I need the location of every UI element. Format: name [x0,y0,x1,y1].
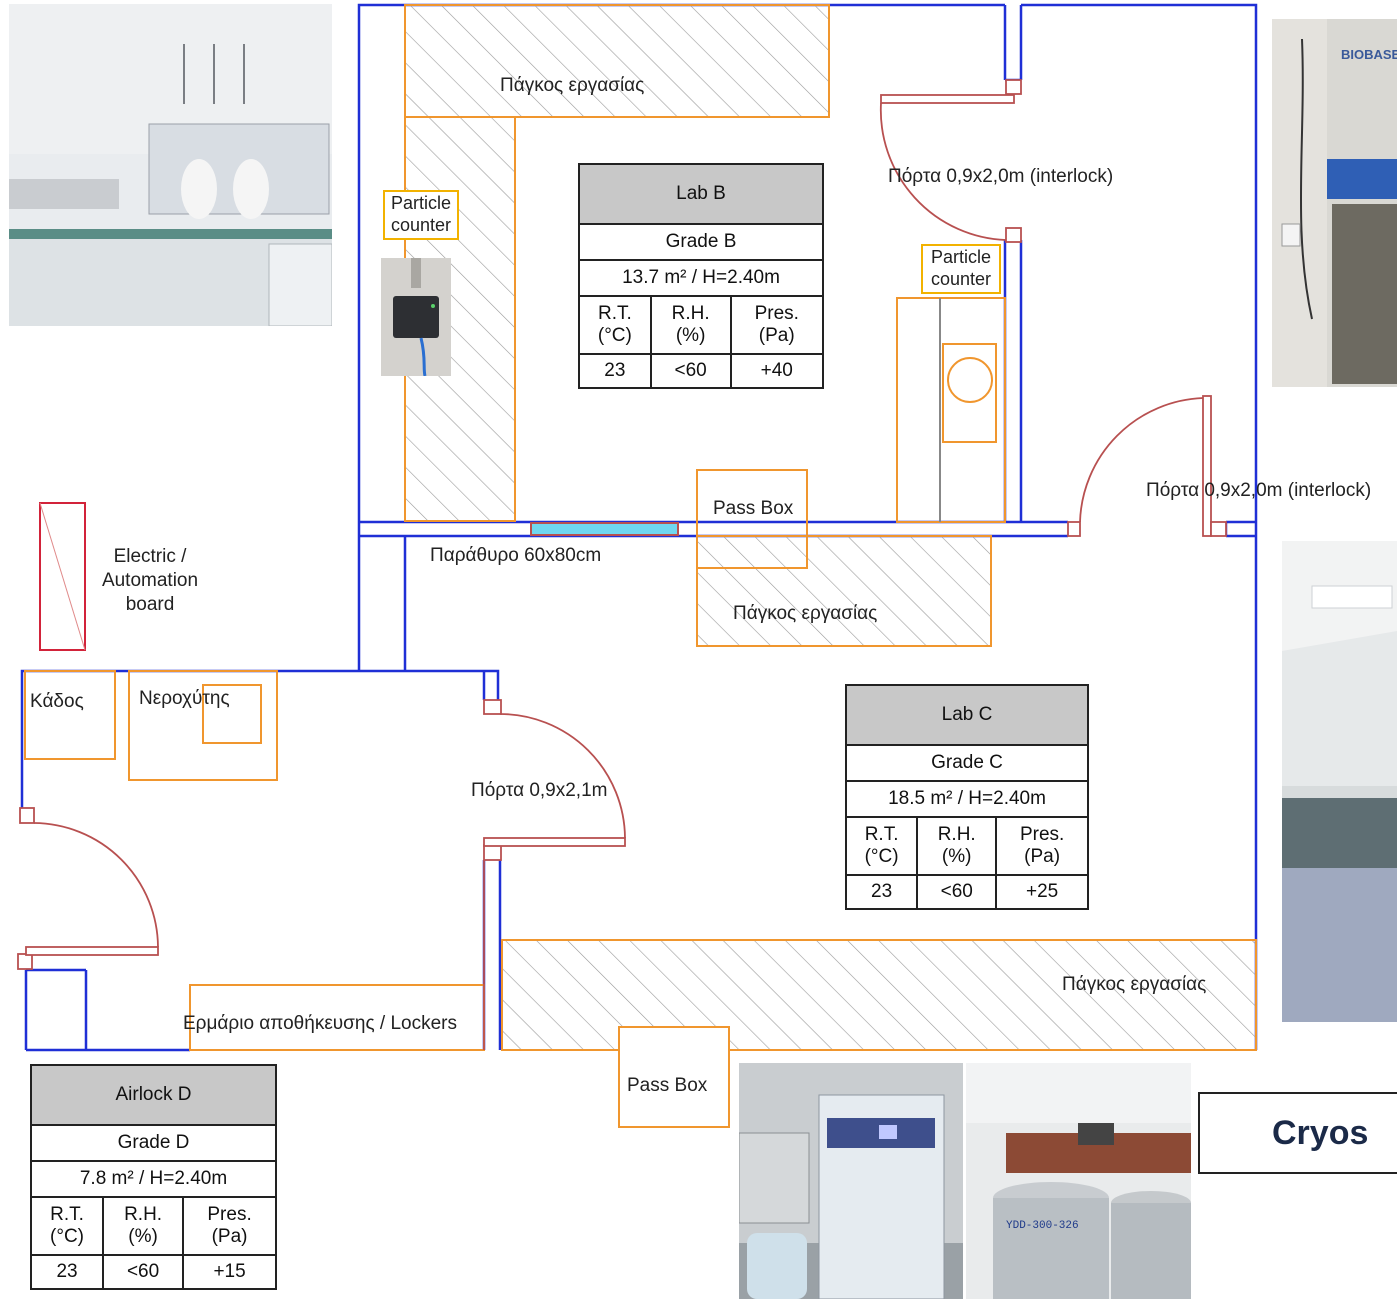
door-leaf-top [880,94,1015,104]
freezer-photo [739,1063,963,1299]
particle-counter-tag-c: Particle counter [921,244,1001,294]
cryo-dewar-photo: YDD-300-326 [966,1063,1191,1299]
bin-box [24,670,116,760]
lab-c-pres-h3b: (Pa) [1024,846,1061,867]
particle-counter-tag-c-line1: Particle [930,247,992,267]
airlock-d-rh: <60 [102,1254,185,1290]
lab-b-pres-h3b: (Pa) [758,325,795,346]
lab-c-area: 18.5 m² / H=2.40m [845,780,1089,818]
label-window: Παράθυρο 60x80cm [430,545,601,566]
airlock-d-name: Airlock D [30,1064,277,1126]
fixtures [24,297,1006,1128]
electric-board [39,502,86,651]
lab-c-rt-header: R.T.(°C) [844,816,919,876]
label-electric-2: Automation [102,570,198,591]
sink-box [128,670,278,781]
lab-c-rt-h1b: (°C) [864,846,899,867]
lab-c-name: Lab C [845,684,1089,746]
airlock-d-pres-h3b: (Pa) [211,1226,248,1247]
lab-b-rt-h1: R.T. [597,303,632,324]
label-sink: Νεροχύτης [139,688,230,709]
lab-c-grade: Grade C [845,744,1089,782]
airlock-d-pres-header: Pres.(Pa) [182,1196,277,1256]
airlock-d-rh-h2: R.H. [124,1204,163,1225]
lab-b-rh-h2: R.H. [671,303,710,324]
label-door-interlock-right: Πόρτα 0,9x2,0m (interlock) [1146,480,1371,501]
door-leaf-right [1202,395,1212,537]
lab-room-photo [1282,541,1397,1022]
lab-c-rh-h2b: (%) [941,846,972,867]
lab-c-rh: <60 [916,874,998,910]
lab-b-rt-header: R.T.(°C) [578,295,652,355]
particle-counter-tag-b-line2: counter [390,215,452,235]
pass-box-b [696,469,808,569]
airlock-d-rt-h1b: (°C) [50,1226,84,1247]
label-door-airlock: Πόρτα 0,9x2,1m [471,780,607,801]
lab-c-rh-h2: R.H. [937,824,976,845]
label-bench-top: Πάγκος εργασίας [500,75,644,96]
particle-counter-tag-b: Particle counter [383,190,459,240]
lab-c-pres: +25 [995,874,1089,910]
label-door-interlock-top: Πόρτα 0,9x2,0m (interlock) [888,166,1113,187]
label-bench-mid: Πάγκος εργασίας [733,603,877,624]
airlock-d-pres-h3: Pres. [207,1204,252,1225]
label-electric-1: Electric / [114,546,188,567]
label-bench-bottom: Πάγκος εργασίας [1062,974,1206,995]
bench-top [404,4,830,118]
particle-counter-photo [381,258,451,376]
label-bin: Κάδος [30,691,84,712]
lab-c-rt: 23 [844,874,919,910]
glovebox-photo [9,4,332,326]
door-leaf-airlock [483,837,626,847]
lab-b-pres-header: Pres.(Pa) [729,295,825,355]
airlock-d-area: 7.8 m² / H=2.40m [30,1160,277,1198]
dewar-label: YDD-300-326 [1006,1220,1079,1232]
lab-b-pres: +40 [729,353,825,389]
airlock-d-table: Airlock D Grade D 7.8 m² / H=2.40m R.T.(… [29,1064,277,1290]
plan-labels: Πάγκος εργασίας Πάγκος εργασίας Πάγκος ε… [30,75,1371,1096]
lab-b-pres-h3: Pres. [754,303,799,324]
door-leaf-entry [25,946,159,956]
biosafety-cabinet-photo: BIOBASE [1272,19,1397,387]
lab-b-table: Lab B Grade B 13.7 m² / H=2.40m R.T.(°C)… [578,163,825,389]
lab-c-pres-h3: Pres. [1019,824,1065,845]
biosafety-cabinet [896,297,1006,523]
airlock-d-pres: +15 [182,1254,277,1290]
lab-c-rh-header: R.H.(%) [916,816,998,876]
label-pass-box-b: Pass Box [713,498,794,519]
airlock-d-rh-h2b: (%) [128,1226,158,1247]
lab-c-table: Lab C Grade C 18.5 m² / H=2.40m R.T.(°C)… [844,684,1089,910]
biobase-logo: BIOBASE [1341,47,1397,62]
cabinet-circle [947,357,993,403]
pass-box-bottom [618,1026,730,1128]
lab-b-rh: <60 [649,353,732,389]
cabinet-inner [942,343,997,443]
lab-b-rh-header: R.H.(%) [649,295,732,355]
particle-counter-tag-b-line1: Particle [390,193,452,213]
lab-b-rt-h1b: (°C) [597,325,632,346]
airlock-d-rt-h1: R.T. [50,1204,84,1225]
airlock-d-rt-header: R.T.(°C) [29,1196,105,1256]
cryostorage-label: Cryos [1198,1092,1397,1174]
label-pass-box-bottom: Pass Box [627,1075,708,1096]
lab-b-name: Lab B [578,163,824,225]
lab-c-rt-h1: R.T. [864,824,899,845]
lab-b-rh-h2b: (%) [675,325,706,346]
window-pane [530,522,679,536]
particle-counter-tag-c-line2: counter [930,269,992,289]
bench-mid [696,535,992,647]
doors [17,79,1227,1050]
sink-basin [202,684,262,744]
airlock-d-rt: 23 [29,1254,105,1290]
airlock-d-grade: Grade D [30,1124,277,1162]
lab-b-grade: Grade B [578,223,824,261]
lab-c-pres-header: Pres.(Pa) [995,816,1089,876]
lab-b-rt: 23 [578,353,652,389]
electric-board-diagonal [39,502,86,651]
airlock-d-rh-header: R.H.(%) [102,1196,185,1256]
lab-b-area: 13.7 m² / H=2.40m [578,259,824,297]
bench-bottom [501,939,1257,1051]
label-lockers: Ερμάριο αποθήκευσης / Lockers [183,1013,457,1034]
label-electric-3: board [126,594,175,615]
